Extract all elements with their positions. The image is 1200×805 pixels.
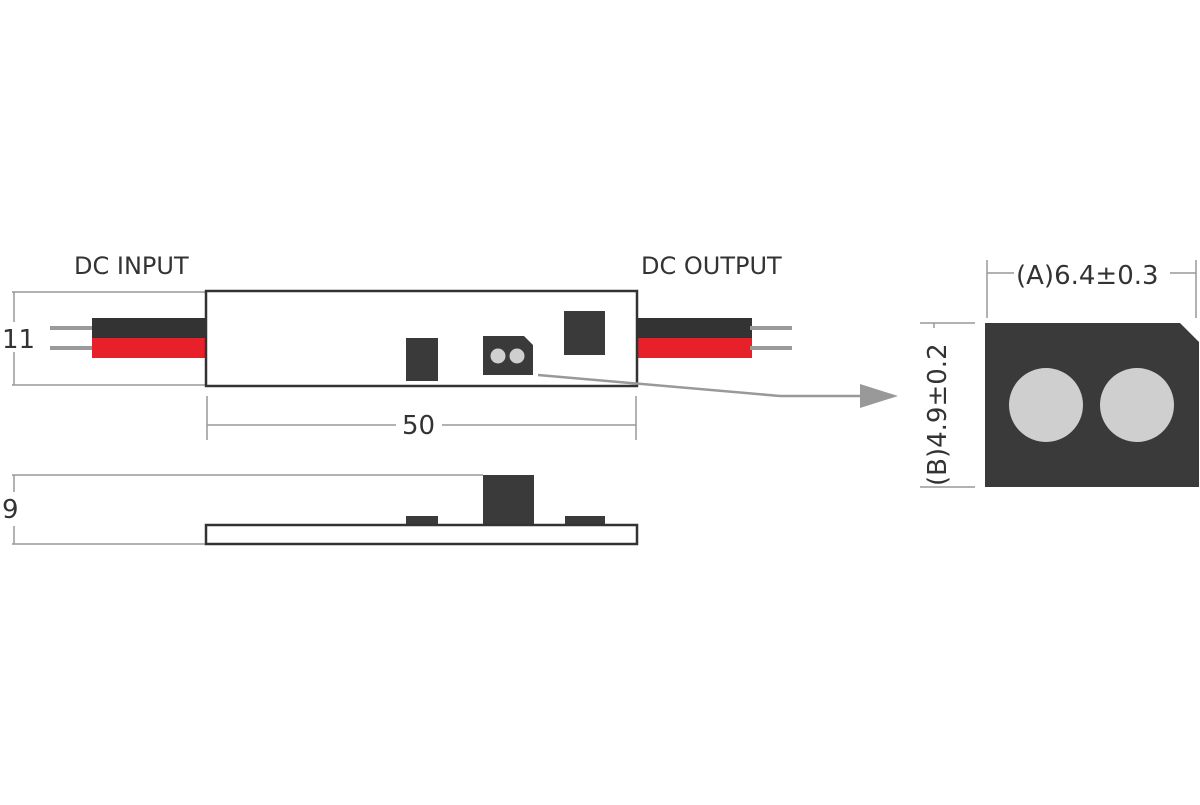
dc-output-label: DC OUTPUT [641,252,782,280]
length-dimension: 50 [206,396,637,441]
output-leads [750,326,792,350]
input-wire [92,318,207,358]
height-dimension-side: 9 [2,474,483,545]
connector-pin-1 [1009,368,1083,442]
top-view: 11 [2,252,792,441]
connector-width-value: (A)6.4±0.3 [1016,261,1159,291]
component-large [564,311,605,355]
pcb-body-side [204,523,639,546]
connector-side [483,475,534,525]
dc-input-label: DC INPUT [74,252,189,280]
height-dimension-top: 11 [2,291,205,386]
connector-height-value: (B)4.9±0.2 [923,343,953,486]
connector-body [985,323,1199,487]
connector-top [483,336,533,375]
component-large-side [565,516,605,525]
component-small-side [406,516,438,525]
component-small [406,338,438,381]
arrow-right-icon [537,373,898,408]
connector-height-dimension: (B)4.9±0.2 [920,322,975,488]
input-leads [50,326,94,350]
connector-pin-2 [1100,368,1174,442]
output-wire [637,318,752,358]
connector-width-dimension: (A)6.4±0.3 [986,260,1197,318]
connector-detail: (A)6.4±0.3 (B)4.9±0.2 [920,260,1199,488]
height-side-value: 9 [2,495,19,525]
side-view: 9 [2,474,639,546]
length-value: 50 [402,411,435,441]
height-top-value: 11 [2,325,35,355]
